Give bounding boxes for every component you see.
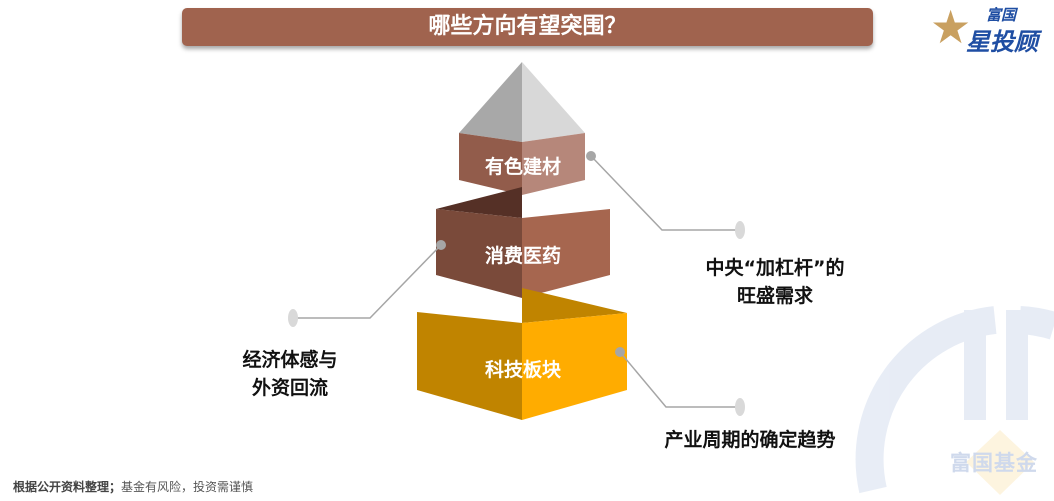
level2-top-face bbox=[436, 187, 522, 218]
level2-left-face bbox=[436, 209, 522, 298]
page-title: 哪些方向有望突围？ bbox=[182, 8, 873, 46]
callout-line: 产业周期的确定趋势 bbox=[664, 429, 836, 451]
level-label-consumer-medical: 消费医药 bbox=[484, 245, 561, 267]
level-label-technology: 科技板块 bbox=[484, 359, 561, 381]
level3-right-face bbox=[522, 313, 627, 420]
connector-lines bbox=[293, 155, 740, 408]
level-label-nonferrous-building: 有色建材 bbox=[484, 156, 561, 178]
level1-right-face bbox=[522, 133, 585, 195]
level1-left-face bbox=[459, 133, 522, 195]
footer-risk-warning: 基金有风险，投资需谨慎 bbox=[121, 480, 254, 494]
level3-top-face bbox=[522, 288, 627, 323]
footer-disclaimer: 根据公开资料整理；基金有风险，投资需谨慎 bbox=[13, 480, 253, 495]
callout-economy-capital: 经济体感与 外资回流 bbox=[210, 346, 370, 402]
brand-logo: ★ 富国 星投顾 bbox=[930, 0, 1054, 56]
watermark-text: 富国基金 bbox=[950, 451, 1038, 475]
callout-line: 旺盛需求 bbox=[736, 285, 813, 307]
footer-source: 根据公开资料整理； bbox=[13, 480, 122, 494]
logo-text-main: 星投顾 bbox=[966, 28, 1038, 56]
pyramid-apex-right bbox=[522, 62, 585, 142]
callout-line: 外资回流 bbox=[251, 377, 328, 399]
callout-central-leverage: 中央“加杠杆”的 旺盛需求 bbox=[670, 254, 880, 310]
callout-line: 中央“加杠杆”的 bbox=[705, 257, 845, 279]
callout-line: 经济体感与 bbox=[242, 349, 338, 371]
callout-industry-cycle: 产业周期的确定趋势 bbox=[630, 426, 870, 454]
pyramid-apex-left bbox=[459, 62, 522, 142]
star-icon: ★ bbox=[930, 0, 972, 54]
level2-right-face bbox=[522, 209, 610, 298]
level3-left-face bbox=[417, 312, 522, 420]
logo-text-top: 富国 bbox=[986, 6, 1017, 24]
